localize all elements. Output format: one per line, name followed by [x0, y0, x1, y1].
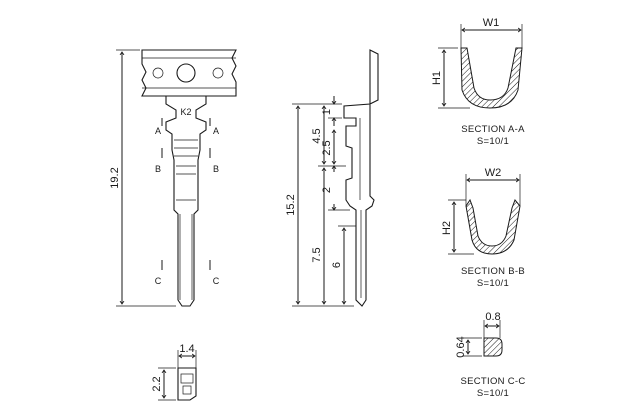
- section-mark-b-right: B: [213, 164, 219, 174]
- dim-2-5: 2.5: [321, 140, 333, 155]
- section-mark-a-left: A: [155, 126, 161, 136]
- section-c-profile: [483, 337, 503, 357]
- end-profile: [177, 367, 197, 401]
- section-b-b: W2 H2 SECTION B-B S=10/1: [441, 167, 525, 289]
- dim-h1: H1: [431, 71, 443, 85]
- side-view: 15.2 4.5 1 2.5 2 7.5 6: [285, 49, 379, 307]
- section-a-profile: [460, 47, 523, 109]
- section-mark-c-left: C: [155, 276, 162, 286]
- dim-4-5: 4.5: [311, 128, 323, 143]
- dim-total-length: 19.2: [109, 167, 121, 188]
- section-a-scale: S=10/1: [477, 136, 509, 147]
- dim-w1: W1: [483, 17, 500, 29]
- section-a-title: SECTION A-A: [461, 124, 525, 135]
- dim-2: 2: [321, 187, 333, 193]
- dim-end-height: 2.2: [151, 376, 163, 391]
- dim-end-width: 1.4: [179, 343, 194, 355]
- dim-side-length: 15.2: [285, 194, 297, 215]
- section-c-scale: S=10/1: [477, 388, 509, 399]
- section-mark-c-right: C: [213, 276, 220, 286]
- section-mark-b-left: B: [155, 164, 161, 174]
- terminal-body: [165, 95, 207, 307]
- dim-c-width: 0.8: [485, 311, 500, 323]
- dim-h2: H2: [441, 221, 453, 235]
- pilot-hole: [176, 63, 196, 83]
- section-mark-a-right: A: [213, 126, 219, 136]
- section-a-a: W1 H1 SECTION A-A S=10/1: [431, 17, 525, 147]
- front-view: K2 A A B B C C 19.2: [109, 49, 237, 307]
- dim-1: 1: [321, 109, 333, 115]
- dim-c-height: 0.64: [455, 336, 467, 357]
- section-c-title: SECTION C-C: [460, 376, 525, 387]
- section-c-c: 0.8 0.64 SECTION C-C S=10/1: [455, 311, 525, 399]
- section-b-scale: S=10/1: [477, 278, 509, 289]
- side-profile: [343, 49, 379, 307]
- end-view: 1.4 2.2: [151, 343, 197, 401]
- dim-w2: W2: [485, 167, 502, 179]
- k2-label: K2: [180, 107, 191, 117]
- dim-7-5: 7.5: [311, 247, 323, 262]
- section-b-profile: [465, 198, 521, 255]
- dim-6: 6: [331, 262, 343, 268]
- section-b-title: SECTION B-B: [461, 266, 525, 277]
